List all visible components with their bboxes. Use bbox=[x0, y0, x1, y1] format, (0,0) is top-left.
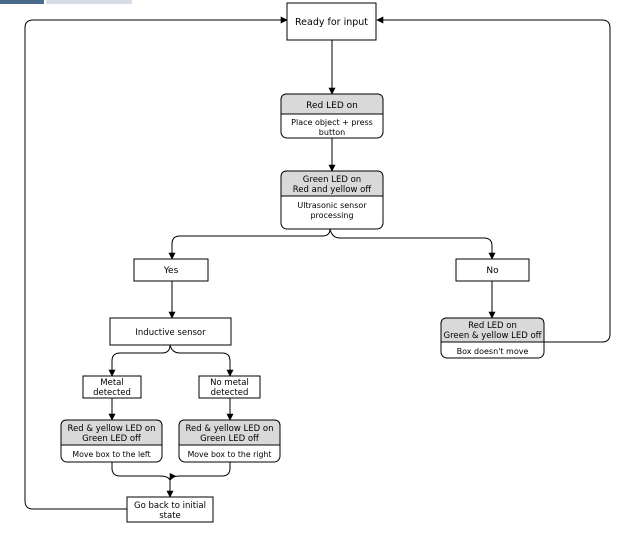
node-red-led-on-header: Red LED on bbox=[306, 101, 358, 111]
node-metal-detected-line1: Metal bbox=[100, 378, 123, 388]
node-red-led-on-body-line2: button bbox=[319, 128, 345, 137]
node-no-metal-detected-line1: No metal bbox=[210, 378, 249, 388]
node-no[interactable]: No bbox=[455, 258, 530, 282]
node-box-does-not-move-body: Box doesn't move bbox=[457, 347, 529, 356]
node-box-does-not-move-header-line1: Red LED on bbox=[468, 321, 517, 331]
node-move-left[interactable]: Red & yellow LED on Green LED off Move b… bbox=[60, 419, 163, 463]
node-box-does-not-move-header-line2: Green & yellow LED off bbox=[443, 331, 542, 341]
edge-no-action-to-ready bbox=[376, 16, 611, 343]
node-ready-for-input[interactable]: Ready for input bbox=[286, 2, 377, 41]
node-green-led-on-header-line1: Green LED on bbox=[303, 175, 361, 185]
node-green-led-on-body-line1: Ultrasonic sensor bbox=[297, 201, 367, 210]
node-inductive-sensor-label: Inductive sensor bbox=[135, 328, 206, 338]
node-red-led-on[interactable]: Red LED on Place object + press button bbox=[280, 93, 384, 139]
window-tab-active[interactable] bbox=[0, 0, 44, 4]
node-green-led-on-body-line2: processing bbox=[310, 211, 353, 220]
edges bbox=[24, 16, 611, 510]
node-green-led-on-header-line2: Red and yellow off bbox=[293, 185, 373, 195]
edge-green-led-to-yes bbox=[168, 228, 331, 260]
node-move-right-header-line1: Red & yellow LED on bbox=[186, 424, 274, 434]
node-go-back-line2: state bbox=[159, 511, 181, 521]
node-move-left-header-line1: Red & yellow LED on bbox=[68, 424, 156, 434]
node-no-metal-detected[interactable]: No metal detected bbox=[198, 375, 261, 399]
edge-inductive-to-no-metal bbox=[169, 344, 234, 377]
node-move-right[interactable]: Red & yellow LED on Green LED off Move b… bbox=[178, 419, 281, 463]
window-tab[interactable] bbox=[46, 0, 132, 4]
node-go-back-line1: Go back to initial bbox=[134, 501, 206, 511]
node-yes-label: Yes bbox=[163, 266, 179, 276]
edge-reset-to-ready bbox=[24, 16, 288, 510]
node-go-back-to-initial-state[interactable]: Go back to initial state bbox=[126, 496, 214, 523]
edge-inductive-to-metal bbox=[108, 344, 171, 377]
node-move-left-body: Move box to the left bbox=[72, 450, 150, 459]
node-ready-for-input-label: Ready for input bbox=[295, 17, 368, 28]
node-green-led-on[interactable]: Green LED on Red and yellow off Ultrason… bbox=[280, 170, 384, 230]
node-box-does-not-move[interactable]: Red LED on Green & yellow LED off Box do… bbox=[440, 317, 545, 359]
edge-green-led-to-no bbox=[329, 228, 496, 260]
edge-right-action-to-reset bbox=[169, 462, 231, 481]
edge-left-action-to-reset bbox=[111, 462, 174, 498]
node-no-metal-detected-line2: detected bbox=[211, 388, 249, 398]
node-move-right-body: Move box to the right bbox=[188, 450, 272, 459]
node-red-led-on-body-line1: Place object + press bbox=[291, 118, 373, 127]
node-metal-detected-line2: detected bbox=[93, 388, 131, 398]
node-no-label: No bbox=[486, 266, 499, 276]
node-move-left-header-line2: Green LED off bbox=[82, 434, 142, 444]
node-inductive-sensor[interactable]: Inductive sensor bbox=[109, 317, 232, 346]
node-metal-detected[interactable]: Metal detected bbox=[82, 375, 142, 399]
node-yes[interactable]: Yes bbox=[133, 258, 209, 282]
node-move-right-header-line2: Green LED off bbox=[200, 434, 260, 444]
